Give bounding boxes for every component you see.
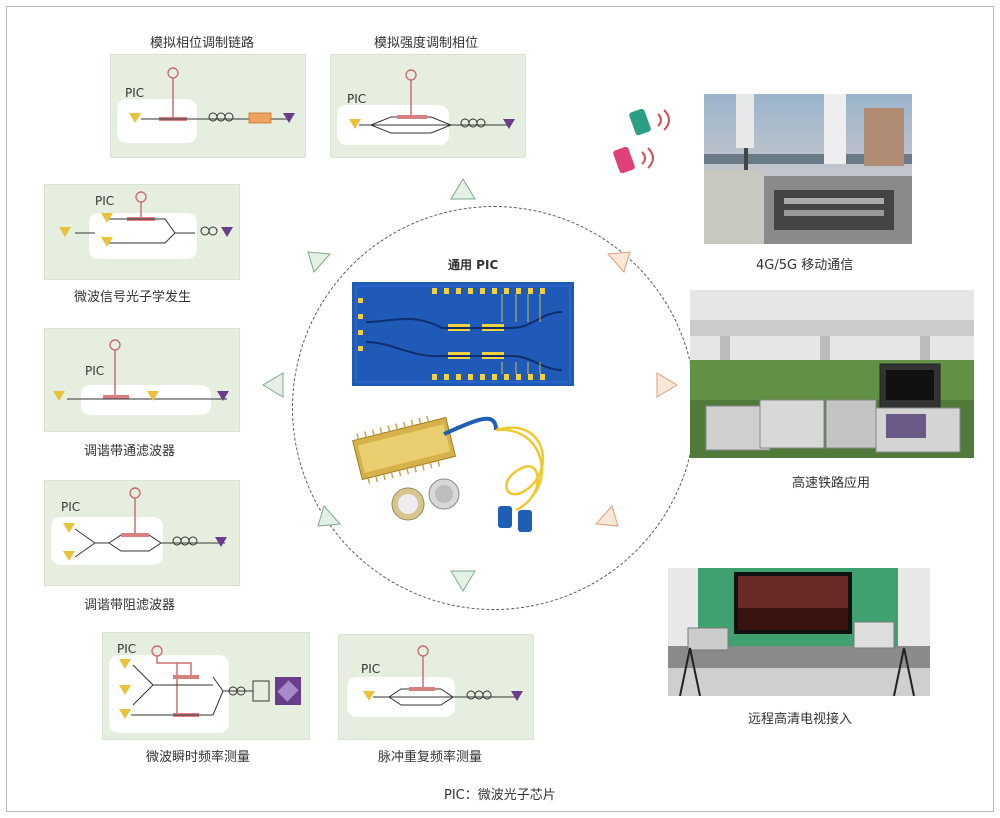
pic-module-image xyxy=(352,415,544,532)
figure-frame xyxy=(6,6,994,812)
panel-bandpass: PIC xyxy=(44,328,240,432)
triangle-upleft-icon xyxy=(307,251,332,274)
instant-freq-schematic: PIC xyxy=(109,642,301,733)
railway-photo xyxy=(690,290,974,458)
pic-tag-label: PIC xyxy=(61,500,80,514)
caption-microwave-gen: 微波信号光子学发生 xyxy=(74,290,192,305)
caption-bandpass: 调谐带通滤波器 xyxy=(84,444,176,459)
panel-analog-intensity: PIC xyxy=(330,54,526,158)
hdtv-photo xyxy=(668,568,930,696)
caption-analog-phase: 模拟相位调制链路 xyxy=(150,36,255,51)
microwave-gen-schematic: PIC xyxy=(59,191,233,259)
triangle-down-icon xyxy=(450,570,476,592)
triangle-up-icon xyxy=(450,178,476,200)
pulse-rep-schematic: PIC xyxy=(347,645,523,717)
pic-tag-label: PIC xyxy=(125,86,144,100)
bandstop-schematic: PIC xyxy=(51,487,227,565)
panel-bandstop: PIC xyxy=(44,480,240,586)
caption-instant-freq: 微波瞬时频率测量 xyxy=(146,750,251,765)
pic-tag-label: PIC xyxy=(347,92,366,106)
triangle-downright-icon xyxy=(594,504,619,527)
analog-phase-schematic: PIC xyxy=(117,67,295,143)
triangle-right-icon xyxy=(656,372,678,398)
caption-bandstop: 调谐带阻滤波器 xyxy=(84,598,176,613)
caption-analog-intensity: 模拟强度调制相位 xyxy=(374,36,479,51)
panel-instant-freq: PIC xyxy=(102,632,310,740)
pic-chip-image xyxy=(352,282,574,386)
pic-tag-label: PIC xyxy=(85,364,104,378)
center-title: 通用 PIC xyxy=(448,258,499,272)
bandpass-schematic: PIC xyxy=(53,339,229,415)
caption-railway: 高速铁路应用 xyxy=(792,476,871,491)
phones-icon xyxy=(613,108,670,174)
analog-intensity-schematic: PIC xyxy=(337,69,515,145)
triangle-downleft-icon xyxy=(317,504,342,527)
pic-tag-label: PIC xyxy=(117,642,136,656)
panel-microwave-gen: PIC xyxy=(44,184,240,280)
caption-hdtv: 远程高清电视接入 xyxy=(748,712,853,727)
panel-analog-phase: PIC xyxy=(110,54,306,158)
triangle-left-icon xyxy=(262,372,284,398)
pic-tag-label: PIC xyxy=(361,662,380,676)
caption-pulse-rep: 脉冲重复频率测量 xyxy=(378,750,483,765)
panel-pulse-rep: PIC xyxy=(338,634,534,740)
caption-mobile: 4G/5G 移动通信 xyxy=(756,258,854,273)
mobile-photo xyxy=(704,94,912,244)
triangle-upright-icon xyxy=(606,251,631,274)
figure-footnote: PIC：微波光子芯片 xyxy=(444,788,556,803)
pic-tag-label: PIC xyxy=(95,194,114,208)
